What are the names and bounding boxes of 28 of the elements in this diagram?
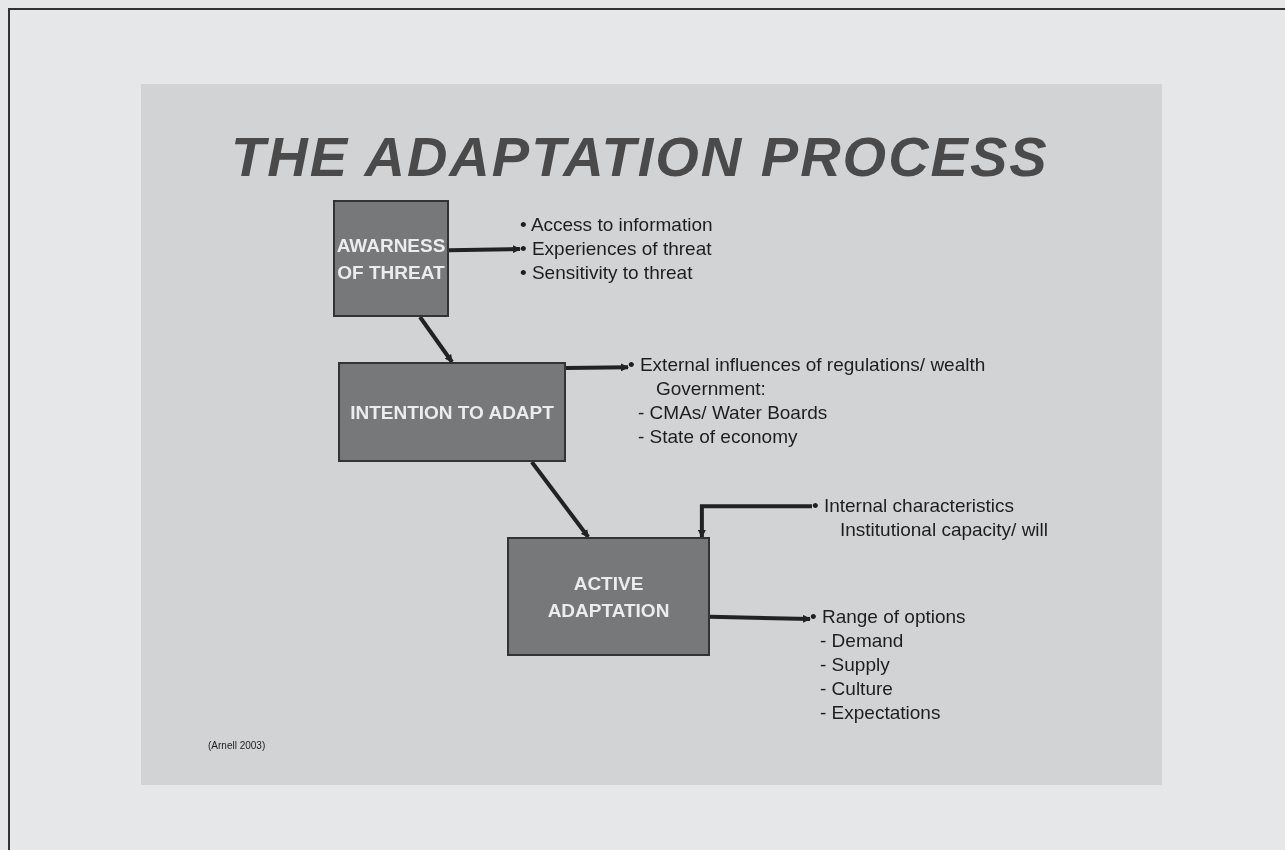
box-label: INTENTION TO ADAPT — [349, 400, 555, 425]
box-label: AWARNESS OF THREAT — [335, 233, 447, 285]
bullet-text: Government: — [655, 377, 767, 401]
bullet-text: - Expectations — [819, 701, 942, 725]
arrow — [530, 460, 590, 539]
bullet-text: • Sensitivity to threat — [520, 261, 694, 285]
arrow — [448, 245, 521, 254]
bullet-text: • Access to information — [520, 213, 714, 237]
process-box — [338, 362, 566, 462]
process-box — [333, 200, 449, 317]
process-box — [507, 537, 710, 656]
bullet-text: • External influences of regulations/ wealth — [628, 353, 987, 377]
bullet-text: - Supply — [819, 653, 891, 677]
arrow — [565, 363, 629, 372]
bullet-text: • Range of options — [810, 605, 967, 629]
box-label: ACTIVE ADAPTATION — [546, 571, 671, 623]
arrow — [709, 614, 811, 623]
arrow — [697, 504, 812, 538]
title: THE ADAPTATION PROCESS — [231, 124, 1049, 190]
citation: (Arnell 2003) — [208, 739, 266, 753]
bullet-text: Institutional capacity/ will — [839, 518, 1050, 542]
bullet-text: • Internal characteristics — [812, 494, 1015, 518]
arrow — [418, 315, 454, 364]
bullet-text: - Demand — [819, 629, 905, 653]
bullet-text: - Culture — [819, 677, 894, 701]
bullet-text: - CMAs/ Water Boards — [637, 401, 829, 425]
bullet-text: - State of economy — [637, 425, 799, 449]
bullet-text: • Experiences of threat — [520, 237, 713, 261]
